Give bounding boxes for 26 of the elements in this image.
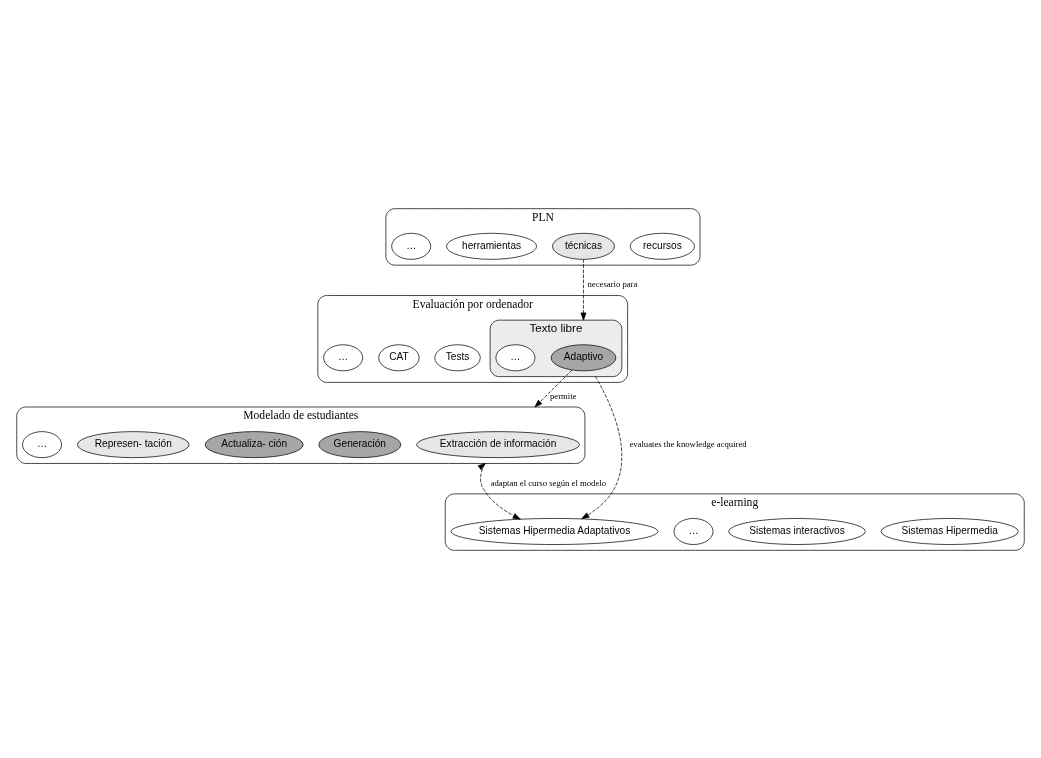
edge-label: necesario para — [587, 278, 638, 289]
node-ellipse: … — [323, 343, 364, 371]
arrow — [580, 258, 587, 320]
node-ellipse: Sistemas Hipermedia Adaptativos — [450, 517, 659, 545]
node-ellipse: … — [22, 430, 62, 458]
node-ellipse: Tests — [434, 343, 481, 371]
edge-label: permite — [549, 390, 577, 401]
edge-label: evaluates the knowledge acquired — [629, 438, 747, 449]
arrow — [581, 375, 623, 519]
node-ellipse: recursos — [629, 232, 695, 260]
node-ellipse: Extracción de información — [416, 430, 580, 458]
arrow — [534, 369, 573, 407]
node-ellipse: Sistemas Hipermedia — [880, 517, 1019, 545]
node-ellipse: CAT — [378, 343, 420, 371]
node-ellipse: … — [391, 232, 432, 260]
node-ellipse: herramientas — [446, 232, 537, 260]
edge-label: adaptan el curso según el modelo — [490, 477, 607, 488]
node-ellipse: Sistemas interactivos — [728, 517, 866, 545]
node-ellipse: Actualiza- ción — [204, 430, 304, 458]
node-ellipse: Represen- tación — [77, 430, 190, 458]
node-ellipse: técnicas — [552, 232, 615, 260]
node-ellipse: Adaptivo — [550, 343, 617, 371]
arrow — [477, 462, 521, 520]
node-ellipse: … — [673, 517, 714, 545]
node-ellipse: … — [495, 343, 536, 371]
node-ellipse: Generación — [318, 430, 402, 458]
